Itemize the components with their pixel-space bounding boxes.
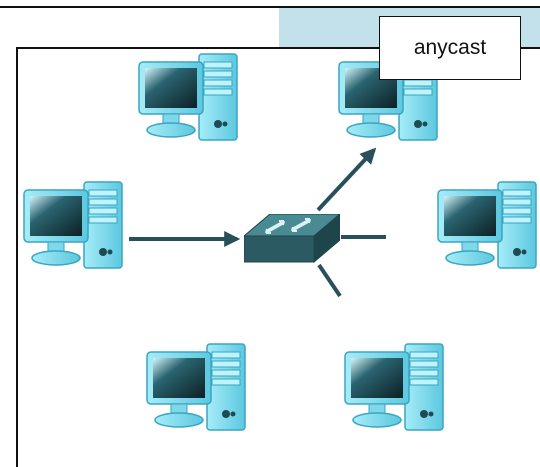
computer-bottom-left-icon [145,342,249,434]
top-border-line [0,6,540,8]
anycast-label: anycast [379,16,521,80]
computer-top-left-icon [137,52,241,144]
computer-bottom-right-icon [343,342,447,434]
network-switch-icon [244,214,340,264]
computer-right-icon [436,180,540,272]
computer-left-icon [22,180,126,272]
diagram-frame [16,47,540,467]
